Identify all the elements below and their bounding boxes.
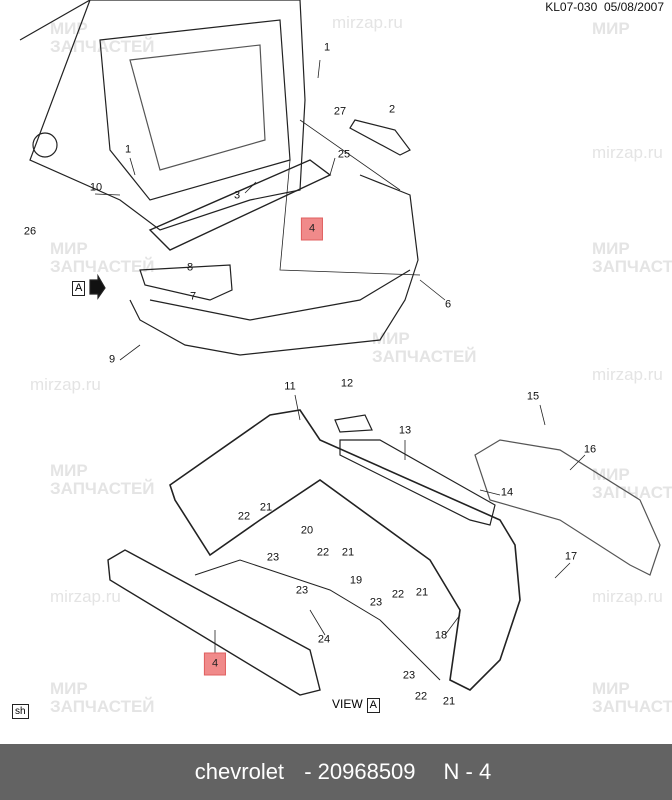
callout-15[interactable]: 15 [526, 390, 540, 403]
callout-6[interactable]: 6 [444, 298, 452, 311]
callout-21[interactable]: 21 [415, 586, 429, 599]
callout-10[interactable]: 10 [89, 181, 103, 194]
callout-16[interactable]: 16 [583, 443, 597, 456]
callout-26[interactable]: 26 [23, 225, 37, 238]
bumper-fascia [169, 409, 521, 691]
diagram-header: KL07-030 05/08/2007 [545, 0, 664, 14]
sheet-marker: sh [12, 704, 29, 719]
callout-19[interactable]: 19 [349, 574, 363, 587]
energy-absorber [339, 439, 496, 526]
callout-23[interactable]: 23 [266, 551, 280, 564]
callout-18[interactable]: 18 [434, 629, 448, 642]
fuel-door [32, 132, 58, 158]
callout-7[interactable]: 7 [189, 290, 197, 303]
bracket-2 [349, 119, 411, 156]
callout-24[interactable]: 24 [317, 633, 331, 646]
callout-13[interactable]: 13 [398, 424, 412, 437]
callout-23[interactable]: 23 [402, 669, 416, 682]
bumper-upper-outline [129, 174, 419, 356]
bracket-8 [139, 264, 233, 301]
callout-3[interactable]: 3 [233, 189, 241, 202]
callout-22[interactable]: 22 [237, 510, 251, 523]
callout-17[interactable]: 17 [564, 550, 578, 563]
callout-4-highlight[interactable]: 4 [203, 652, 227, 676]
callout-1[interactable]: 1 [124, 143, 132, 156]
callout-9[interactable]: 9 [108, 353, 116, 366]
callout-25[interactable]: 25 [337, 148, 351, 161]
view-marker-a: A [72, 281, 86, 296]
callout-11[interactable]: 11 [284, 380, 296, 393]
liftgate-inner [129, 44, 266, 171]
liftgate-opening [99, 19, 291, 201]
callout-2[interactable]: 2 [388, 103, 396, 116]
callout-21[interactable]: 21 [341, 546, 355, 559]
wire-harness [194, 559, 441, 681]
callout-22[interactable]: 22 [414, 690, 428, 703]
leader-lines-bottom [214, 394, 586, 670]
bracket-12 [334, 414, 373, 433]
skid-plate [474, 439, 661, 576]
callout-22[interactable]: 22 [316, 546, 330, 559]
callout-4-highlight[interactable]: 4 [300, 217, 324, 241]
callout-22[interactable]: 22 [391, 588, 405, 601]
callout-23[interactable]: 23 [295, 584, 309, 597]
footer-position: N - 4 [443, 759, 492, 784]
callout-1[interactable]: 1 [323, 41, 331, 54]
vehicle-body-outline [19, 0, 306, 231]
leader-lines-top [94, 59, 446, 361]
callout-20[interactable]: 20 [300, 524, 314, 537]
footer-bar: chevrolet - 20968509 N - 4 [0, 744, 672, 800]
callout-8[interactable]: 8 [186, 261, 194, 274]
view-arrow [89, 273, 106, 300]
line-drawing [19, 0, 661, 696]
reinforcement-lower [107, 549, 321, 696]
callout-14[interactable]: 14 [500, 486, 514, 499]
callout-21[interactable]: 21 [442, 695, 456, 708]
footer-part-title: chevrolet - 20968509 [194, 759, 416, 784]
callout-27[interactable]: 27 [333, 105, 347, 118]
callout-23[interactable]: 23 [369, 596, 383, 609]
callout-21[interactable]: 21 [259, 501, 273, 514]
callout-12[interactable]: 12 [340, 377, 354, 390]
